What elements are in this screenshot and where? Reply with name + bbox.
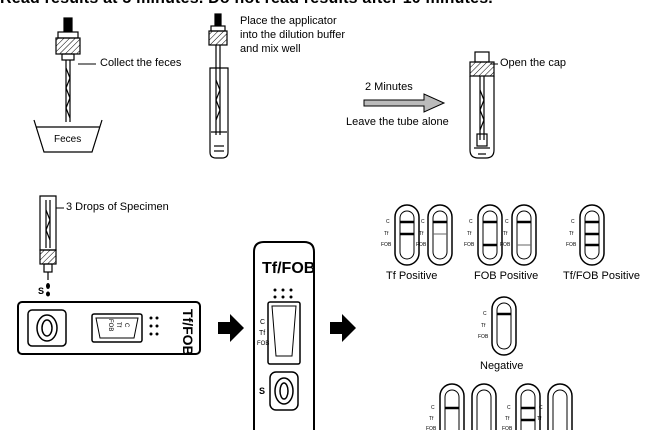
step2-tube: [208, 13, 229, 159]
r4-tf: Tf: [503, 231, 508, 237]
arrow-1: [218, 314, 244, 342]
header-instruction: Read results at 5 minutes. Do not read r…: [0, 0, 493, 8]
open-cap-label: Open the cap: [500, 57, 567, 69]
r2-c: C: [421, 219, 425, 225]
feces-cup: [33, 119, 103, 153]
leave-label: Leave the tube alone: [346, 116, 449, 128]
r1-fob: FOB: [381, 242, 392, 248]
r8-c: C: [507, 405, 511, 411]
r8-tf: Tf: [505, 416, 510, 422]
r2-tf: Tf: [419, 231, 424, 237]
horizontal-brand: Tf/FOB: [180, 309, 196, 356]
r7-c: C: [431, 405, 435, 411]
vertical-fob-label: FOB: [257, 341, 270, 347]
r1-tf: Tf: [384, 231, 389, 237]
tffob-positive-label: Tf/FOB Positive: [563, 270, 641, 282]
r5-c: C: [571, 219, 575, 225]
r6-fob: FOB: [478, 334, 489, 340]
collect-label: Collect the feces: [100, 57, 182, 69]
drop-icon: [46, 283, 50, 289]
r9-c: C: [539, 405, 543, 411]
r3-tf: Tf: [467, 231, 472, 237]
r4-fob: FOB: [500, 242, 511, 248]
r5-fob: FOB: [566, 242, 577, 248]
r3-fob: FOB: [464, 242, 475, 248]
r6-tf: Tf: [481, 323, 486, 329]
horizontal-c-label: C: [123, 323, 129, 328]
place-line2: into the dilution buffer: [240, 29, 345, 41]
horizontal-fob-label: FOB: [107, 319, 113, 332]
horizontal-s-label: S: [38, 286, 45, 296]
r5-tf: Tf: [569, 231, 574, 237]
vertical-c-label: C: [260, 319, 266, 326]
dropper-tube: [39, 195, 57, 280]
vertical-tf-label: Tf: [259, 330, 266, 337]
r3-c: C: [469, 219, 473, 225]
step4-tube: [469, 51, 495, 159]
negative-label: Negative: [480, 360, 524, 372]
place-line3: and mix well: [240, 43, 301, 55]
time-label: 2 Minutes: [365, 81, 413, 93]
r9-tf: Tf: [537, 416, 542, 422]
vertical-cassette: [253, 241, 315, 430]
tf-positive-label: Tf Positive: [386, 270, 438, 282]
vertical-s-label: S: [259, 386, 266, 396]
feces-label: Feces: [54, 134, 82, 145]
r2-fob: FOB: [416, 242, 427, 248]
wait-arrow: [363, 93, 446, 113]
step1-applicator: [55, 17, 81, 122]
vertical-brand: Tf/FOB: [262, 260, 316, 277]
r1-c: C: [386, 219, 390, 225]
r7-fob: FOB: [426, 426, 437, 432]
place-line1: Place the applicator: [240, 15, 337, 27]
r7-tf: Tf: [429, 416, 434, 422]
r4-c: C: [505, 219, 509, 225]
arrow-2: [330, 314, 356, 342]
results-strips: [394, 204, 605, 430]
fob-positive-label: FOB Positive: [474, 270, 539, 282]
horizontal-cassette: [17, 301, 201, 355]
vertical-cassette-dots: [273, 288, 293, 299]
drops-label: 3 Drops of Specimen: [66, 201, 169, 213]
horizontal-tf-label: Tf: [115, 322, 121, 328]
r8-fob: FOB: [502, 426, 513, 432]
horizontal-cassette-dots: [149, 316, 159, 336]
r6-c: C: [483, 311, 487, 317]
